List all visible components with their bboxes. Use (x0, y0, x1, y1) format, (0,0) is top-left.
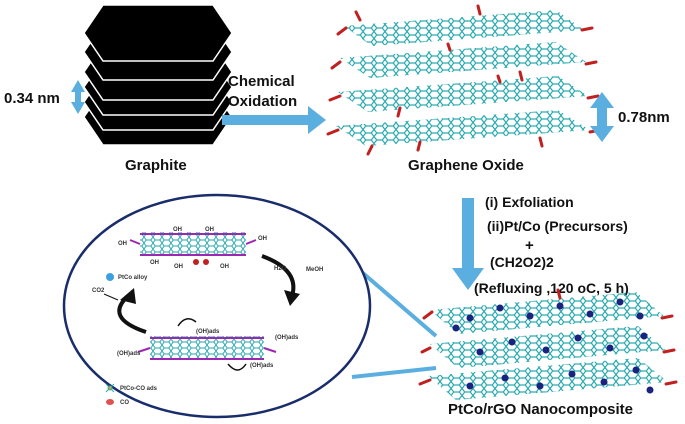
rgo-sheets (428, 292, 668, 400)
graphite-spacing-label: 0.34 nm (4, 90, 60, 107)
legend-alloy-marker (106, 273, 114, 281)
oh-label: OH (173, 227, 182, 233)
go-sheet (338, 76, 588, 112)
inset-rgo-molecule (150, 336, 264, 360)
cycle-arrow-right (261, 254, 296, 297)
oh-label: OH (118, 241, 127, 247)
h2o-label: H2O (274, 266, 287, 272)
inset-molecule-bonds (129, 233, 257, 256)
inset-go-molecule (140, 232, 246, 256)
go-oxygen-groups (326, 4, 602, 156)
oh-ads-label: (OH)ads (250, 363, 274, 369)
oxidation-label-line1: Chemical (228, 73, 295, 90)
inset-oxygen-dots (193, 259, 209, 265)
inset-molecule-bonds-lower (137, 337, 277, 360)
legend-alloy-label: PtCo alloy (118, 275, 148, 281)
oxidation-label-line2: Oxidation (228, 93, 297, 110)
graphite-label: Graphite (125, 157, 187, 174)
graphite-stack (83, 4, 233, 146)
ptco-nanoparticles (452, 298, 654, 394)
rgo-sheet (430, 292, 664, 334)
oxidation-arrow (222, 106, 326, 134)
oh-label: OH (205, 227, 214, 233)
go-sheet (336, 110, 590, 146)
cycle-arrow-left-head (120, 288, 136, 304)
conditions-label: (Refluxing ,120 oC, 5 h) (474, 280, 629, 296)
callout-line-bottom (351, 366, 437, 379)
legend-co-label: CO (120, 400, 129, 406)
oh-label: OH (174, 264, 183, 270)
legend-adsorbed-marker (105, 383, 115, 393)
oh-ads-label: (OH)ads (117, 351, 141, 357)
reagent-label: (CH2O2)2 (490, 254, 554, 270)
step-exfoliation: (i) Exfoliation (485, 194, 574, 210)
plus-sign: + (525, 237, 534, 254)
small-curl-arrow (227, 363, 247, 371)
co2-label: CO2 (92, 288, 105, 294)
go-sheet (340, 42, 586, 78)
go-spacing-arrow (590, 92, 614, 142)
oh-label: OH (220, 264, 229, 270)
go-sheet (344, 10, 584, 46)
small-curl-arrow (177, 318, 197, 327)
rgo-oxygen-groups (418, 288, 678, 386)
oh-label: OH (150, 260, 159, 266)
rgo-sheet (430, 326, 666, 368)
go-spacing-label: 0.78nm (618, 109, 670, 126)
graphene-oxide-sheets (336, 10, 590, 146)
mechanism-inset (62, 193, 372, 419)
graphite-spacing-arrow (71, 80, 85, 114)
reaction-arrow (452, 198, 484, 290)
oh-ads-label: (OH)ads (275, 335, 299, 341)
oh-ads-label: (OH)ads (196, 329, 220, 335)
graphite-layer (83, 4, 233, 62)
meoh-label: MeOH (306, 267, 323, 273)
nanocomposite-label: PtCo/rGO Nanocomposite (448, 401, 633, 418)
legend-co-marker (106, 399, 114, 405)
rgo-sheet (428, 358, 668, 400)
cycle-arrow-right-head (284, 290, 300, 306)
co2-arrow (103, 293, 119, 301)
step-precursors: (ii)Pt/Co (Precursors) (487, 218, 628, 234)
graphene-oxide-label: Graphene Oxide (408, 157, 524, 174)
legend-adsorbed-label: PtCo-CO ads (120, 386, 158, 392)
oh-label: OH (258, 236, 267, 242)
